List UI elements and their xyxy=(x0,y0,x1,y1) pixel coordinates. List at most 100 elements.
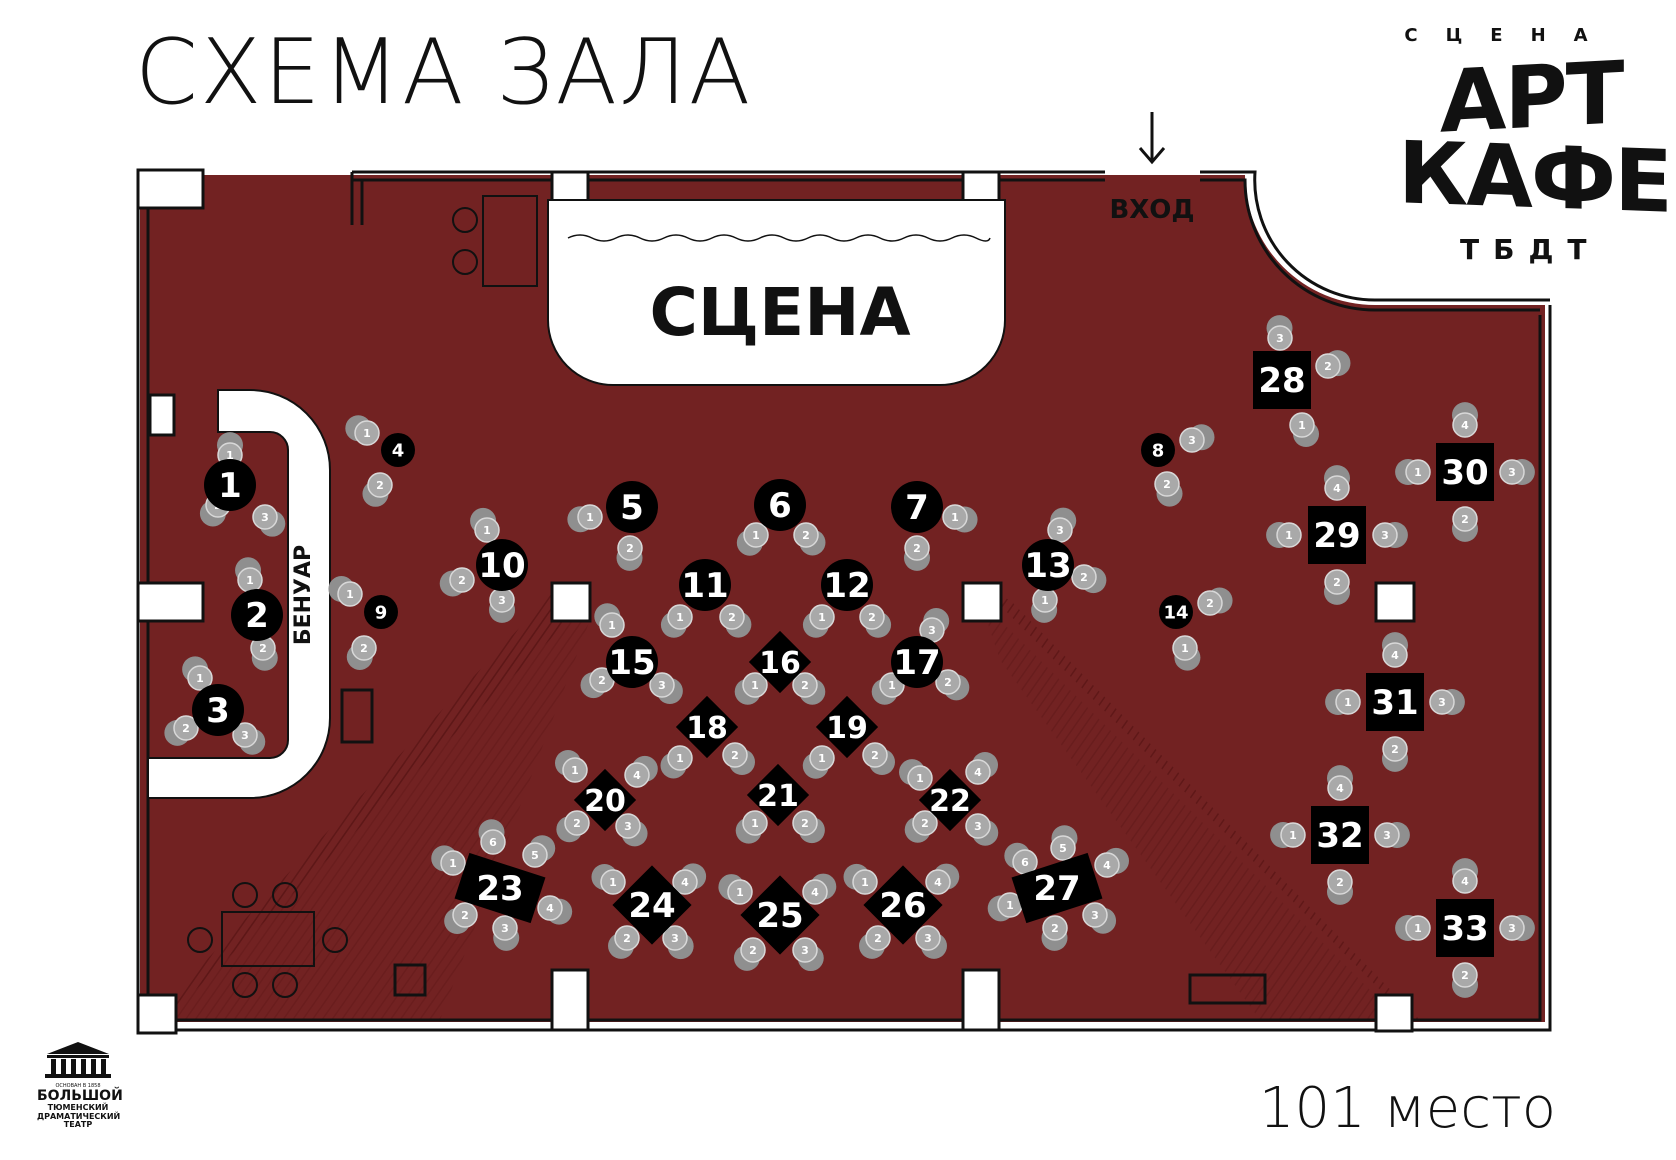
chair[interactable]: 1 xyxy=(1270,822,1306,848)
chair[interactable]: 4 xyxy=(1452,402,1478,438)
chair[interactable]: 1 xyxy=(718,874,753,905)
chair[interactable]: 3 xyxy=(919,608,950,643)
chair[interactable]: 3 xyxy=(1179,424,1215,453)
chair[interactable]: 3 xyxy=(792,937,824,972)
chair[interactable]: 6 xyxy=(1004,842,1038,875)
chair[interactable]: 3 xyxy=(1499,915,1535,941)
chair[interactable]: 4 xyxy=(537,895,573,925)
chair[interactable]: 1 xyxy=(735,810,768,844)
table-group[interactable]: 238 xyxy=(1141,424,1215,507)
chair[interactable]: 2 xyxy=(904,535,930,571)
chair[interactable]: 2 xyxy=(722,742,756,776)
chair[interactable]: 2 xyxy=(616,535,643,571)
chair[interactable]: 2 xyxy=(935,669,970,701)
chair[interactable]: 3 xyxy=(252,504,286,537)
chair[interactable]: 2 xyxy=(362,472,393,507)
chair[interactable]: 1 xyxy=(1266,522,1302,548)
chair[interactable]: 4 xyxy=(1327,765,1353,801)
chair[interactable]: 2 xyxy=(346,635,377,670)
chair[interactable]: 1 xyxy=(431,845,466,876)
chair[interactable]: 4 xyxy=(925,863,960,895)
chair[interactable]: 1 xyxy=(470,507,500,543)
table-group[interactable]: 124 xyxy=(345,415,415,507)
chair[interactable]: 4 xyxy=(624,755,658,788)
chair[interactable]: 5 xyxy=(522,835,556,868)
chair[interactable]: 2 xyxy=(1327,869,1353,905)
chair[interactable]: 2 xyxy=(250,635,278,671)
chair[interactable]: 2 xyxy=(444,902,478,935)
table-group[interactable]: 129 xyxy=(328,576,398,670)
chair[interactable]: 2 xyxy=(733,937,766,971)
chair[interactable]: 1 xyxy=(843,863,878,895)
chair[interactable]: 3 xyxy=(492,915,520,951)
chair[interactable]: 1 xyxy=(328,576,363,607)
chair[interactable]: 3 xyxy=(915,925,947,959)
chair[interactable]: 2 xyxy=(580,667,615,699)
chair[interactable]: 3 xyxy=(1047,507,1077,543)
chair[interactable]: 3 xyxy=(232,722,266,755)
chair[interactable]: 1 xyxy=(594,603,625,638)
chair[interactable]: 4 xyxy=(672,863,707,895)
chair[interactable]: 1 xyxy=(660,604,693,638)
table-group[interactable]: 122 xyxy=(231,557,283,671)
chair[interactable]: 4 xyxy=(802,873,837,905)
chair[interactable]: 2 xyxy=(792,810,825,844)
chair[interactable]: 2 xyxy=(793,522,826,556)
chair[interactable]: 1 xyxy=(1395,459,1431,485)
chair[interactable]: 2 xyxy=(1071,564,1107,594)
chair[interactable]: 2 xyxy=(719,604,752,638)
chair[interactable]: 1 xyxy=(1395,915,1431,941)
table-group[interactable]: 125 xyxy=(567,481,658,571)
chair[interactable]: 5 xyxy=(1050,825,1078,861)
chair[interactable]: 1 xyxy=(591,863,626,895)
chair[interactable]: 1 xyxy=(802,745,835,779)
chair[interactable]: 3 xyxy=(1372,522,1408,548)
chair[interactable]: 2 xyxy=(1452,506,1478,542)
chair[interactable]: 1 xyxy=(899,759,933,791)
chair[interactable]: 1 xyxy=(802,604,835,638)
chair[interactable]: 2 xyxy=(859,604,892,638)
chair[interactable]: 1 xyxy=(554,749,588,783)
chair[interactable]: 2 xyxy=(556,810,590,843)
chair[interactable]: 3 xyxy=(662,925,694,960)
chair[interactable]: 1 xyxy=(345,415,380,446)
chair[interactable]: 3 xyxy=(615,813,648,847)
chair[interactable]: 2 xyxy=(164,715,199,746)
chair[interactable]: 3 xyxy=(1499,459,1535,485)
chair[interactable]: 1 xyxy=(734,672,768,705)
chair[interactable]: 1 xyxy=(567,504,603,533)
chair[interactable]: 1 xyxy=(942,504,978,533)
chair[interactable]: 4 xyxy=(1382,632,1408,668)
chair[interactable]: 2 xyxy=(1382,736,1408,772)
chair[interactable]: 3 xyxy=(649,672,683,705)
chair[interactable]: 2 xyxy=(608,925,640,959)
table-group[interactable]: 127 xyxy=(891,481,978,571)
chair[interactable]: 2 xyxy=(1154,471,1183,507)
chair[interactable]: 6 xyxy=(478,819,506,855)
chair[interactable]: 1 xyxy=(182,656,213,691)
chair[interactable]: 3 xyxy=(965,813,999,846)
chair[interactable]: 2 xyxy=(1315,350,1351,379)
chair[interactable]: 2 xyxy=(859,925,891,959)
